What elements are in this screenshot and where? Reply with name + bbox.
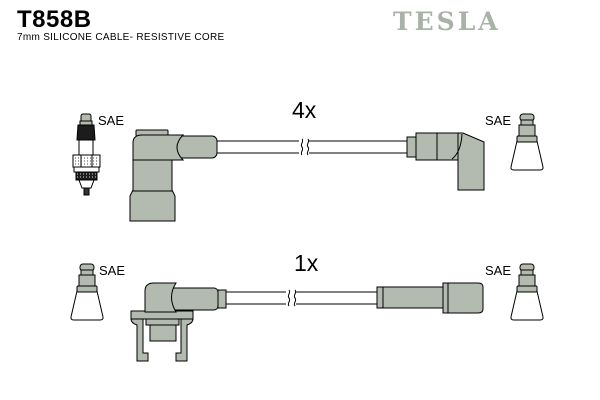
top-right-angled-boot [406, 132, 485, 191]
sae-label: SAE [99, 263, 126, 278]
top-cable [211, 140, 411, 154]
terminal-boot-icon [510, 113, 544, 171]
bottom-cable-assembly [70, 263, 544, 362]
spark-plug-icon [72, 113, 101, 196]
part-number: T858B [17, 6, 92, 33]
bottom-cable [221, 291, 378, 305]
bottom-quantity-label: 1x [294, 250, 319, 276]
sae-label: SAE [485, 263, 512, 278]
sae-label: SAE [485, 113, 512, 128]
tesla-logo: TESLA [393, 7, 501, 36]
straight-connector [376, 282, 484, 314]
part-description: 7mm SILICONE CABLE- RESISTIVE CORE [17, 32, 225, 43]
top-cable-assembly [72, 113, 544, 222]
top-quantity-label: 4x [292, 97, 317, 123]
top-cable-break-mark [299, 138, 310, 156]
top-left-angled-boot [129, 129, 218, 222]
bottom-cable-break-mark [286, 289, 297, 307]
terminal-boot-icon [510, 263, 544, 321]
distributor-angled-connector [130, 282, 227, 362]
sae-label: SAE [98, 113, 125, 128]
